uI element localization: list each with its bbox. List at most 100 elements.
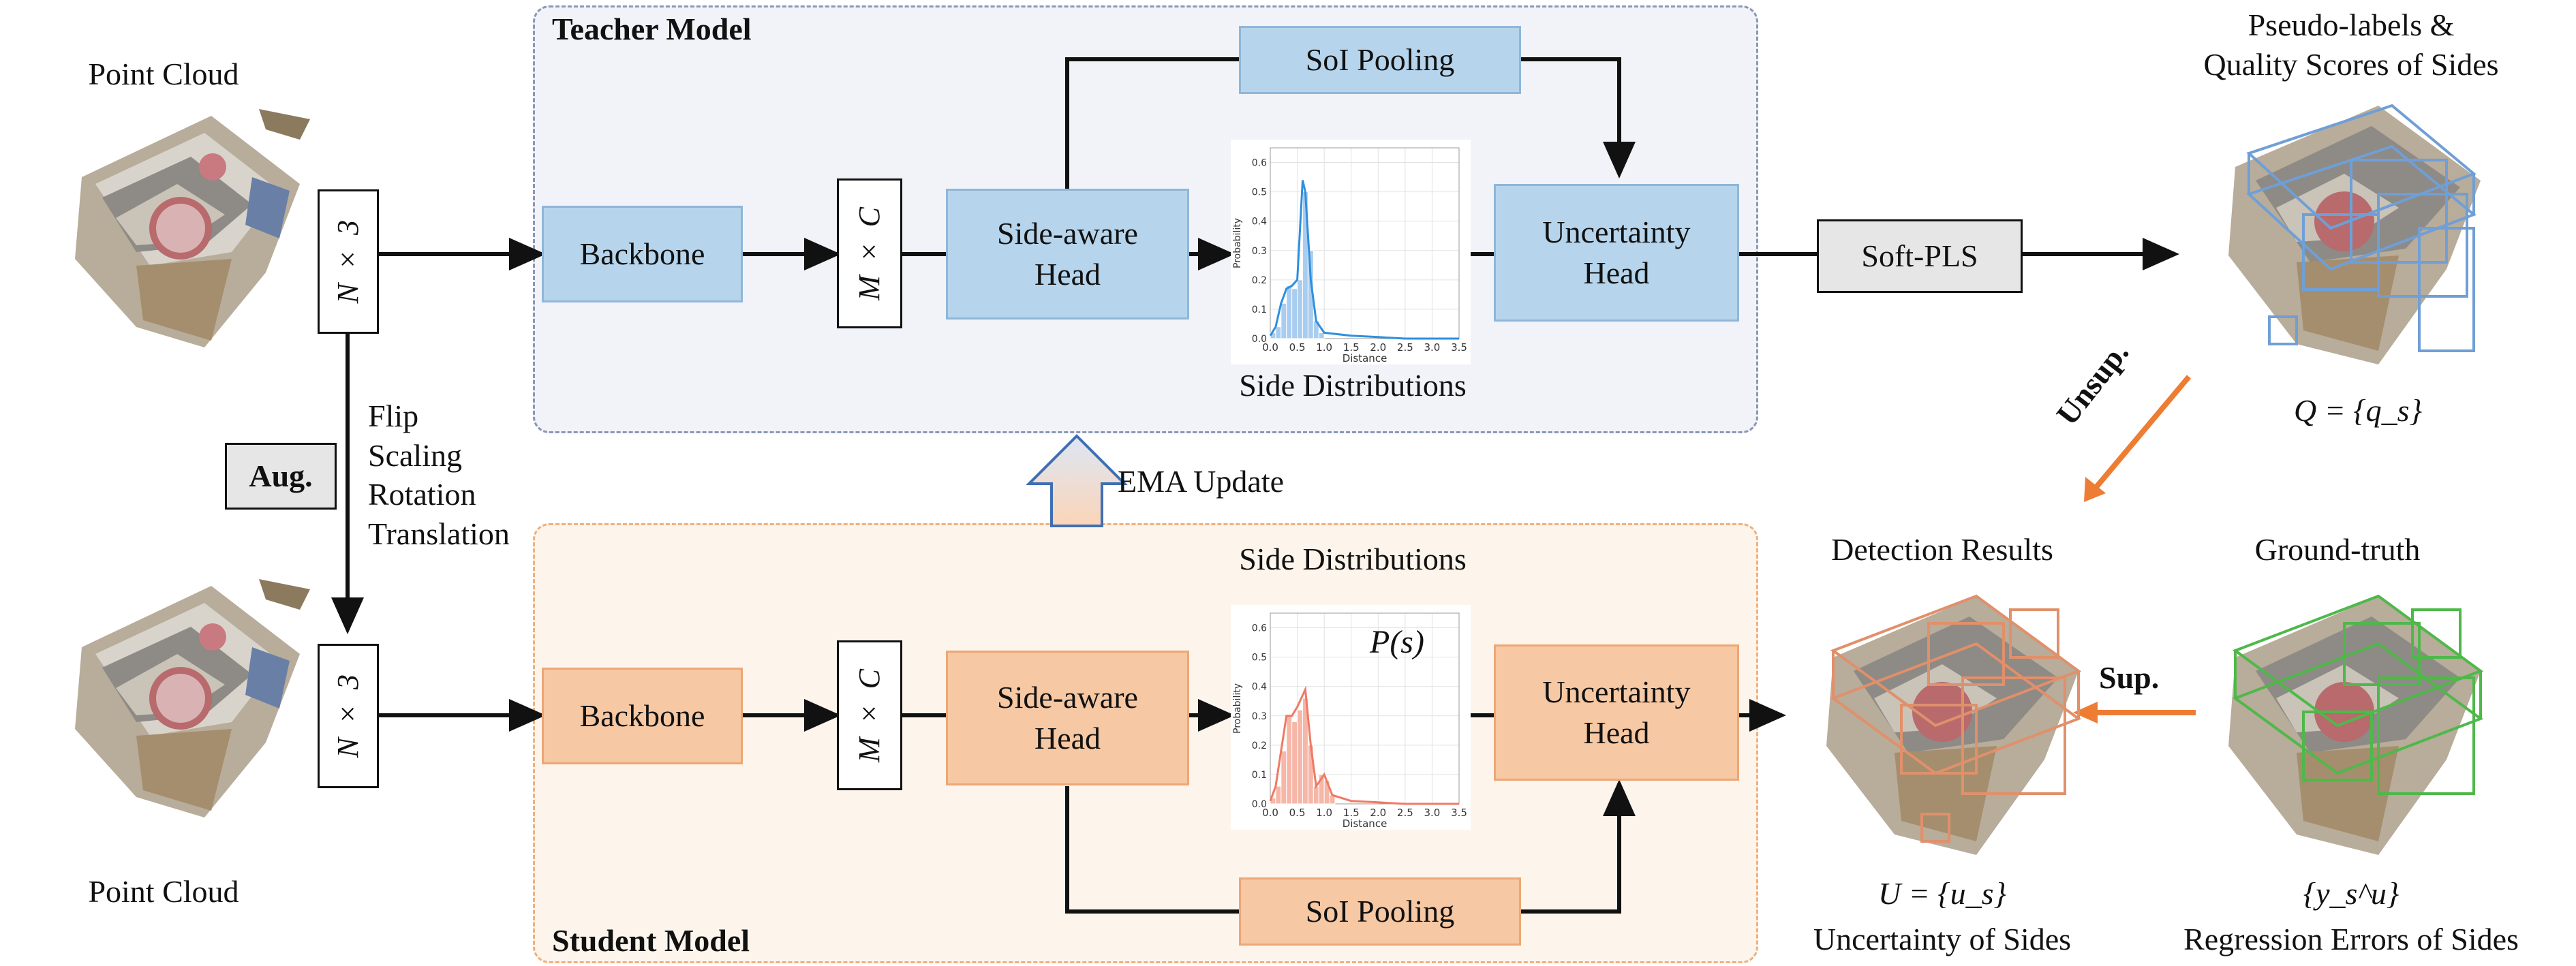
aug-op-flip: Flip [368,399,419,433]
teacher-head-line1: Side-aware [997,216,1138,251]
student-soi-pooling-label: SoI Pooling [1305,894,1455,929]
ema-arrow-icon [1026,434,1128,527]
teacher-plot-y-axis-title: Probability [1232,218,1243,268]
teacher-plot-bar [1297,279,1303,339]
ground-truth-title: Ground-truth [2254,532,2421,567]
student-plot-x-axis-title: Distance [1343,817,1387,830]
input-dim-top-box: N × 3 [318,189,379,334]
teacher-plot-x-tick: 1.0 [1316,341,1332,354]
teacher-plot-x-axis-title: Distance [1343,352,1387,364]
teacher-plot-y-tick: 0.5 [1252,187,1267,198]
soft-pls-box: Soft-PLS [1817,219,2023,293]
student-distribution-label: Side Distributions [1239,542,1467,576]
detection-results-title: Detection Results [1831,532,2053,567]
point-cloud-top-label: Point Cloud [88,57,239,91]
pseudo-title-line2: Quality Scores of Sides [2203,46,2499,82]
teacher-plot-x-tick: 3.0 [1424,341,1440,354]
teacher-feature-dim-box: M × C [837,178,902,328]
teacher-head-line2: Head [1034,257,1101,292]
student-plot-x-tick: 3.5 [1451,807,1467,819]
teacher-distribution-label: Side Distributions [1239,368,1467,403]
teacher-plot-bar [1286,285,1293,339]
teacher-uncertainty-line2: Head [1583,255,1650,290]
teacher-plot-x-tick: 2.0 [1370,341,1386,354]
student-plot-y-tick: 0.5 [1252,653,1267,664]
teacher-model-title: Teacher Model [552,12,752,46]
student-ps-label: P(s) [1370,624,1424,660]
student-uncertainty-line2: Head [1583,715,1650,750]
input-dim-bottom-box: N × 3 [318,644,379,788]
student-plot-y-tick: 0.3 [1252,711,1267,722]
teacher-plot-bar [1281,302,1287,339]
student-plot-bar [1286,715,1293,805]
point-cloud-bottom-image [75,579,310,817]
uncertainty-formula: U = {u_s} [1878,876,2006,911]
student-side-aware-head-box: Side-aware Head [946,651,1189,785]
teacher-plot-bar [1318,332,1325,339]
student-plot-x-tick: 1.5 [1343,807,1360,819]
student-plot-bar [1313,785,1319,805]
teacher-backbone-box: Backbone [542,206,743,302]
teacher-plot-x-tick: 0.0 [1262,341,1278,354]
sup-label: Sup. [2099,660,2160,695]
student-plot-bar [1275,785,1282,805]
teacher-plot-bar [1291,288,1298,339]
gt-caption: Regression Errors of Sides [2183,922,2519,956]
quality-formula: Q = {q_s} [2294,393,2422,428]
pseudo-labels-image [2228,104,2481,364]
student-plot-y-tick: 0.1 [1252,770,1267,781]
soft-pls-label: Soft-PLS [1861,238,1978,274]
student-head-line2: Head [1034,721,1101,755]
teacher-side-distribution-plot: 0.0 0.5 1.0 1.5 2.0 2.5 3.0 3.5 0.0 0.1 0.2 0.3 0.4 0… [1231,140,1471,364]
teacher-plot-x-tick: 0.5 [1289,341,1306,354]
ema-update-label: EMA Update [1118,464,1285,499]
teacher-plot-y-tick: 0.6 [1252,158,1267,169]
teacher-plot-x-tick: 2.5 [1397,341,1413,354]
pseudo-labels-title: Pseudo-labels & Quality Scores of Sides [2147,5,2556,84]
teacher-uncertainty-line1: Uncertainty [1542,215,1691,250]
aug-op-rotation: Rotation [368,477,476,512]
student-head-line1: Side-aware [997,680,1138,715]
teacher-soi-pooling-label: SoI Pooling [1305,42,1455,78]
student-soi-pooling-box: SoI Pooling [1239,877,1521,946]
student-plot-bar [1297,709,1303,805]
point-cloud-bottom-label: Point Cloud [88,874,239,909]
teacher-plot-y-tick: 0.1 [1252,305,1267,315]
teacher-plot-y-tick: 0.3 [1252,246,1267,257]
teacher-plot-y-tick: 0.4 [1252,217,1267,228]
teacher-plot-x-tick: 3.5 [1451,341,1467,354]
teacher-plot-x-tick: 1.5 [1343,341,1360,354]
aug-ops-list: Flip Scaling Rotation Translation [368,396,510,553]
teacher-plot-y-tick: 0.0 [1252,334,1267,345]
teacher-plot-bar [1275,326,1282,339]
uncertainty-caption: Uncertainty of Sides [1813,922,2072,956]
teacher-soi-pooling-box: SoI Pooling [1239,26,1521,94]
aug-box: Aug. [225,443,337,510]
student-plot-y-tick: 0.4 [1252,682,1267,693]
teacher-backbone-label: Backbone [579,236,705,272]
student-model-title: Student Model [552,923,750,958]
student-plot-x-tick: 0.0 [1262,807,1278,819]
student-plot-x-tick: 3.0 [1424,807,1440,819]
detection-results-image [1826,594,2082,855]
student-uncertainty-head-box: Uncertainty Head [1494,644,1739,781]
student-backbone-label: Backbone [579,698,705,734]
point-cloud-top-image [75,109,310,347]
student-plot-x-tick: 2.5 [1397,807,1413,819]
student-plot-curve [1269,685,1459,805]
input-dim-bottom-label: N × 3 [331,674,365,758]
aug-op-translation: Translation [368,516,510,551]
student-plot-x-tick: 2.0 [1370,807,1386,819]
student-plot-y-axis-title: Probability [1232,683,1243,734]
ground-truth-image [2228,594,2484,855]
gt-formula: {y_s^u} [2303,876,2399,911]
student-plot-bar [1281,750,1287,805]
aug-op-scaling: Scaling [368,437,462,473]
teacher-plot-curve [1269,180,1459,340]
student-feature-dim-label: M × C [853,668,887,762]
pseudo-title-line1: Pseudo-labels & [2248,7,2455,42]
student-plot-y-tick: 0.0 [1252,799,1267,810]
input-dim-top-label: N × 3 [331,219,365,304]
teacher-plot-y-tick: 0.2 [1252,275,1267,286]
